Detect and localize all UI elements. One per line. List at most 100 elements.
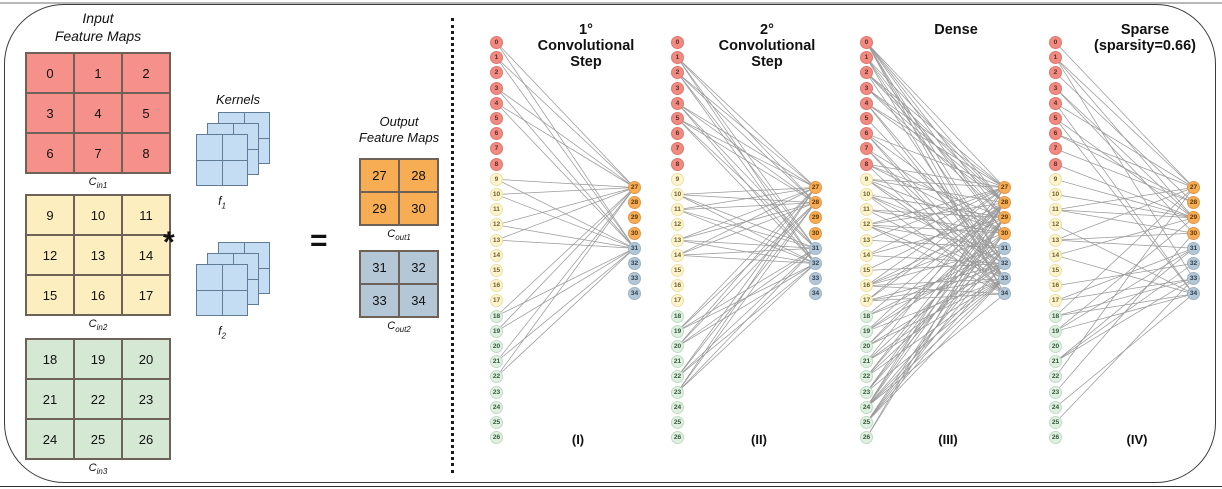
input-node[interactable]: 10 bbox=[1049, 188, 1062, 201]
input-node[interactable]: 4 bbox=[490, 96, 503, 110]
input-node[interactable]: 8 bbox=[1049, 157, 1062, 171]
input-node[interactable]: 6 bbox=[490, 127, 503, 141]
input-node[interactable]: 26 bbox=[860, 431, 873, 445]
input-node[interactable]: 23 bbox=[1049, 385, 1062, 399]
output-node[interactable]: 34 bbox=[628, 287, 641, 301]
input-node[interactable]: 14 bbox=[490, 248, 503, 262]
input-node[interactable]: 5 bbox=[860, 112, 873, 125]
output-node[interactable]: 34 bbox=[1187, 287, 1200, 301]
input-node[interactable]: 9 bbox=[1049, 172, 1062, 186]
output-node[interactable]: 33 bbox=[998, 272, 1011, 286]
input-node[interactable]: 3 bbox=[490, 81, 503, 95]
input-node[interactable]: 25 bbox=[860, 416, 873, 429]
input-node[interactable]: 21 bbox=[671, 355, 684, 369]
input-node[interactable]: 4 bbox=[860, 96, 873, 110]
input-node[interactable]: 22 bbox=[671, 370, 684, 384]
input-node[interactable]: 9 bbox=[671, 172, 684, 186]
input-node[interactable]: 0 bbox=[1049, 36, 1062, 49]
input-node[interactable]: 2 bbox=[490, 66, 503, 80]
output-node[interactable]: 27 bbox=[998, 181, 1011, 194]
input-node[interactable]: 15 bbox=[860, 264, 873, 277]
input-node[interactable]: 12 bbox=[490, 218, 503, 232]
output-node[interactable]: 32 bbox=[809, 257, 822, 270]
input-node[interactable]: 17 bbox=[860, 294, 873, 308]
output-node[interactable]: 34 bbox=[998, 287, 1011, 301]
output-node[interactable]: 28 bbox=[809, 196, 822, 210]
output-node[interactable]: 33 bbox=[809, 272, 822, 286]
output-node[interactable]: 34 bbox=[809, 287, 822, 301]
input-node[interactable]: 4 bbox=[1049, 96, 1062, 110]
input-node[interactable]: 24 bbox=[490, 400, 503, 414]
input-node[interactable]: 13 bbox=[490, 233, 503, 247]
input-node[interactable]: 13 bbox=[1049, 233, 1062, 247]
input-node[interactable]: 2 bbox=[1049, 66, 1062, 80]
input-node[interactable]: 1 bbox=[860, 51, 873, 65]
output-node[interactable]: 28 bbox=[998, 196, 1011, 210]
input-node[interactable]: 20 bbox=[490, 340, 503, 353]
input-node[interactable]: 25 bbox=[490, 416, 503, 429]
input-node[interactable]: 8 bbox=[860, 157, 873, 171]
input-node[interactable]: 11 bbox=[671, 203, 684, 217]
input-node[interactable]: 14 bbox=[860, 248, 873, 262]
input-node[interactable]: 13 bbox=[671, 233, 684, 247]
output-node[interactable]: 28 bbox=[1187, 196, 1200, 210]
input-node[interactable]: 6 bbox=[1049, 127, 1062, 141]
input-node[interactable]: 18 bbox=[671, 309, 684, 323]
output-node[interactable]: 33 bbox=[628, 272, 641, 286]
input-node[interactable]: 22 bbox=[860, 370, 873, 384]
output-node[interactable]: 27 bbox=[1187, 181, 1200, 194]
output-node[interactable]: 29 bbox=[998, 211, 1011, 225]
input-node[interactable]: 23 bbox=[490, 385, 503, 399]
input-node[interactable]: 22 bbox=[490, 370, 503, 384]
input-node[interactable]: 7 bbox=[860, 142, 873, 156]
output-node[interactable]: 32 bbox=[998, 257, 1011, 270]
input-node[interactable]: 2 bbox=[860, 66, 873, 80]
input-node[interactable]: 13 bbox=[860, 233, 873, 247]
input-node[interactable]: 21 bbox=[490, 355, 503, 369]
input-node[interactable]: 23 bbox=[860, 385, 873, 399]
input-node[interactable]: 9 bbox=[490, 172, 503, 186]
input-node[interactable]: 10 bbox=[671, 188, 684, 201]
input-node[interactable]: 24 bbox=[860, 400, 873, 414]
input-node[interactable]: 17 bbox=[1049, 294, 1062, 308]
input-node[interactable]: 16 bbox=[860, 279, 873, 293]
input-node[interactable]: 26 bbox=[490, 431, 503, 445]
input-node[interactable]: 11 bbox=[860, 203, 873, 217]
input-node[interactable]: 17 bbox=[671, 294, 684, 308]
input-node[interactable]: 19 bbox=[860, 324, 873, 338]
input-node[interactable]: 5 bbox=[1049, 112, 1062, 125]
input-node[interactable]: 1 bbox=[671, 51, 684, 65]
input-node[interactable]: 8 bbox=[671, 157, 684, 171]
input-node[interactable]: 20 bbox=[860, 340, 873, 353]
output-node[interactable]: 31 bbox=[809, 241, 822, 255]
input-node[interactable]: 6 bbox=[860, 127, 873, 141]
input-node[interactable]: 12 bbox=[860, 218, 873, 232]
input-node[interactable]: 18 bbox=[1049, 309, 1062, 323]
input-node[interactable]: 24 bbox=[671, 400, 684, 414]
input-node[interactable]: 15 bbox=[671, 264, 684, 277]
input-node[interactable]: 15 bbox=[490, 264, 503, 277]
input-node[interactable]: 26 bbox=[671, 431, 684, 445]
output-node[interactable]: 30 bbox=[1187, 226, 1200, 240]
input-node[interactable]: 18 bbox=[860, 309, 873, 323]
input-node[interactable]: 21 bbox=[860, 355, 873, 369]
input-node[interactable]: 0 bbox=[860, 36, 873, 49]
input-node[interactable]: 20 bbox=[1049, 340, 1062, 353]
input-node[interactable]: 10 bbox=[490, 188, 503, 201]
output-node[interactable]: 29 bbox=[1187, 211, 1200, 225]
input-node[interactable]: 24 bbox=[1049, 400, 1062, 414]
input-node[interactable]: 25 bbox=[671, 416, 684, 429]
input-node[interactable]: 15 bbox=[1049, 264, 1062, 277]
input-node[interactable]: 3 bbox=[860, 81, 873, 95]
input-node[interactable]: 7 bbox=[671, 142, 684, 156]
output-node[interactable]: 32 bbox=[1187, 257, 1200, 270]
input-node[interactable]: 1 bbox=[1049, 51, 1062, 65]
output-node[interactable]: 30 bbox=[628, 226, 641, 240]
input-node[interactable]: 23 bbox=[671, 385, 684, 399]
output-node[interactable]: 33 bbox=[1187, 272, 1200, 286]
input-node[interactable]: 11 bbox=[490, 203, 503, 217]
output-node[interactable]: 27 bbox=[809, 181, 822, 194]
input-node[interactable]: 3 bbox=[1049, 81, 1062, 95]
output-node[interactable]: 29 bbox=[809, 211, 822, 225]
input-node[interactable]: 17 bbox=[490, 294, 503, 308]
